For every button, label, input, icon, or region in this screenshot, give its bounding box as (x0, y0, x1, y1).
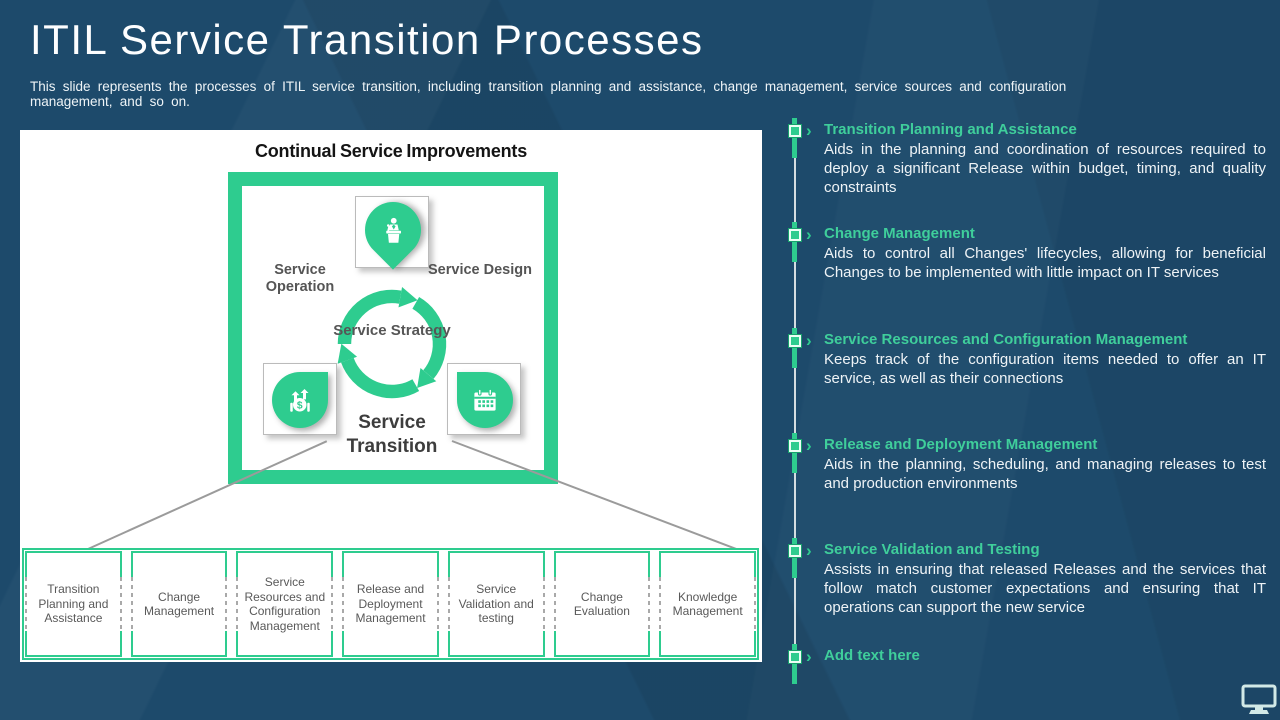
chevron-right-icon: › (806, 647, 812, 666)
svg-text:$: $ (297, 400, 303, 411)
process-box: Service Resources and Configuration Mana… (236, 551, 334, 657)
timeline-item-heading: Transition Planning and Assistance (824, 121, 1077, 138)
diagram-panel: Continual Service Improvements Service S… (20, 130, 762, 662)
label-service-transition: Service Transition (346, 412, 438, 457)
timeline-item-body: Aids to control all Changes' lifecycles,… (824, 245, 1266, 281)
timeline-item-heading: Release and Deployment Management (824, 436, 1098, 453)
process-box: Knowledge Management (659, 551, 757, 657)
chevron-right-icon: › (806, 121, 812, 140)
slide-subtitle: This slide represents the processes of I… (30, 79, 1067, 109)
process-box: Transition Planning and Assistance (25, 551, 122, 657)
monitor-icon (1241, 684, 1277, 714)
timeline-item-heading: Add text here (824, 647, 920, 664)
timeline-marker-square (788, 334, 802, 348)
process-box: Service Validation and testing (447, 551, 545, 657)
presenter-podium-icon (353, 190, 433, 270)
timeline-marker-square (788, 228, 802, 242)
icon-card-money: $ (263, 363, 337, 435)
chevron-right-icon: › (806, 225, 812, 244)
icon-card-presenter (353, 190, 433, 270)
timeline-item-body: Keeps track of the configuration items n… (824, 351, 1266, 387)
timeline-item-heading: Service Resources and Configuration Mana… (824, 331, 1188, 348)
timeline-item-heading: Change Management (824, 225, 975, 242)
timeline-item-heading: Service Validation and Testing (824, 541, 1040, 558)
chevron-right-icon: › (806, 541, 812, 560)
timeline-marker-bar (792, 433, 797, 473)
timeline-marker-bar (792, 118, 797, 158)
diagram-heading: Continual Service Improvements (254, 141, 528, 161)
chevron-right-icon: › (806, 331, 812, 350)
timeline-marker-square (788, 439, 802, 453)
timeline-marker-bar (792, 538, 797, 578)
page-title: ITIL Service Transition Processes (30, 16, 704, 63)
connector-line-right (451, 440, 738, 551)
timeline-marker-bar (792, 644, 797, 684)
timeline-marker-bar (792, 328, 797, 368)
icon-card-calendar (447, 363, 521, 435)
timeline-marker-square (788, 650, 802, 664)
timeline-item-body: Aids in the planning, scheduling, and ma… (824, 456, 1266, 492)
process-box: Release and Deployment Management (342, 551, 439, 657)
connector-line-left (87, 440, 328, 550)
label-service-design: Service Design (428, 262, 532, 278)
process-box: Change Management (130, 551, 228, 657)
timeline-marker-square (788, 124, 802, 138)
money-growth-icon: $ (272, 372, 328, 428)
timeline-line (794, 122, 796, 674)
process-box: Change Evaluation (553, 551, 651, 657)
timeline-item-body: Aids in the planning and coordination of… (824, 141, 1266, 196)
label-service-strategy: Service Strategy (333, 322, 451, 339)
timeline-marker-square (788, 544, 802, 558)
service-lifecycle-ring-icon (337, 287, 447, 399)
process-boxes-row: Transition Planning and Assistance Chang… (22, 548, 759, 660)
calendar-icon (457, 372, 513, 428)
chevron-right-icon: › (806, 436, 812, 455)
label-service-operation: Service Operation (265, 262, 335, 295)
timeline-item-body: Assists in ensuring that released Releas… (824, 561, 1266, 616)
timeline-marker-bar (792, 222, 797, 262)
